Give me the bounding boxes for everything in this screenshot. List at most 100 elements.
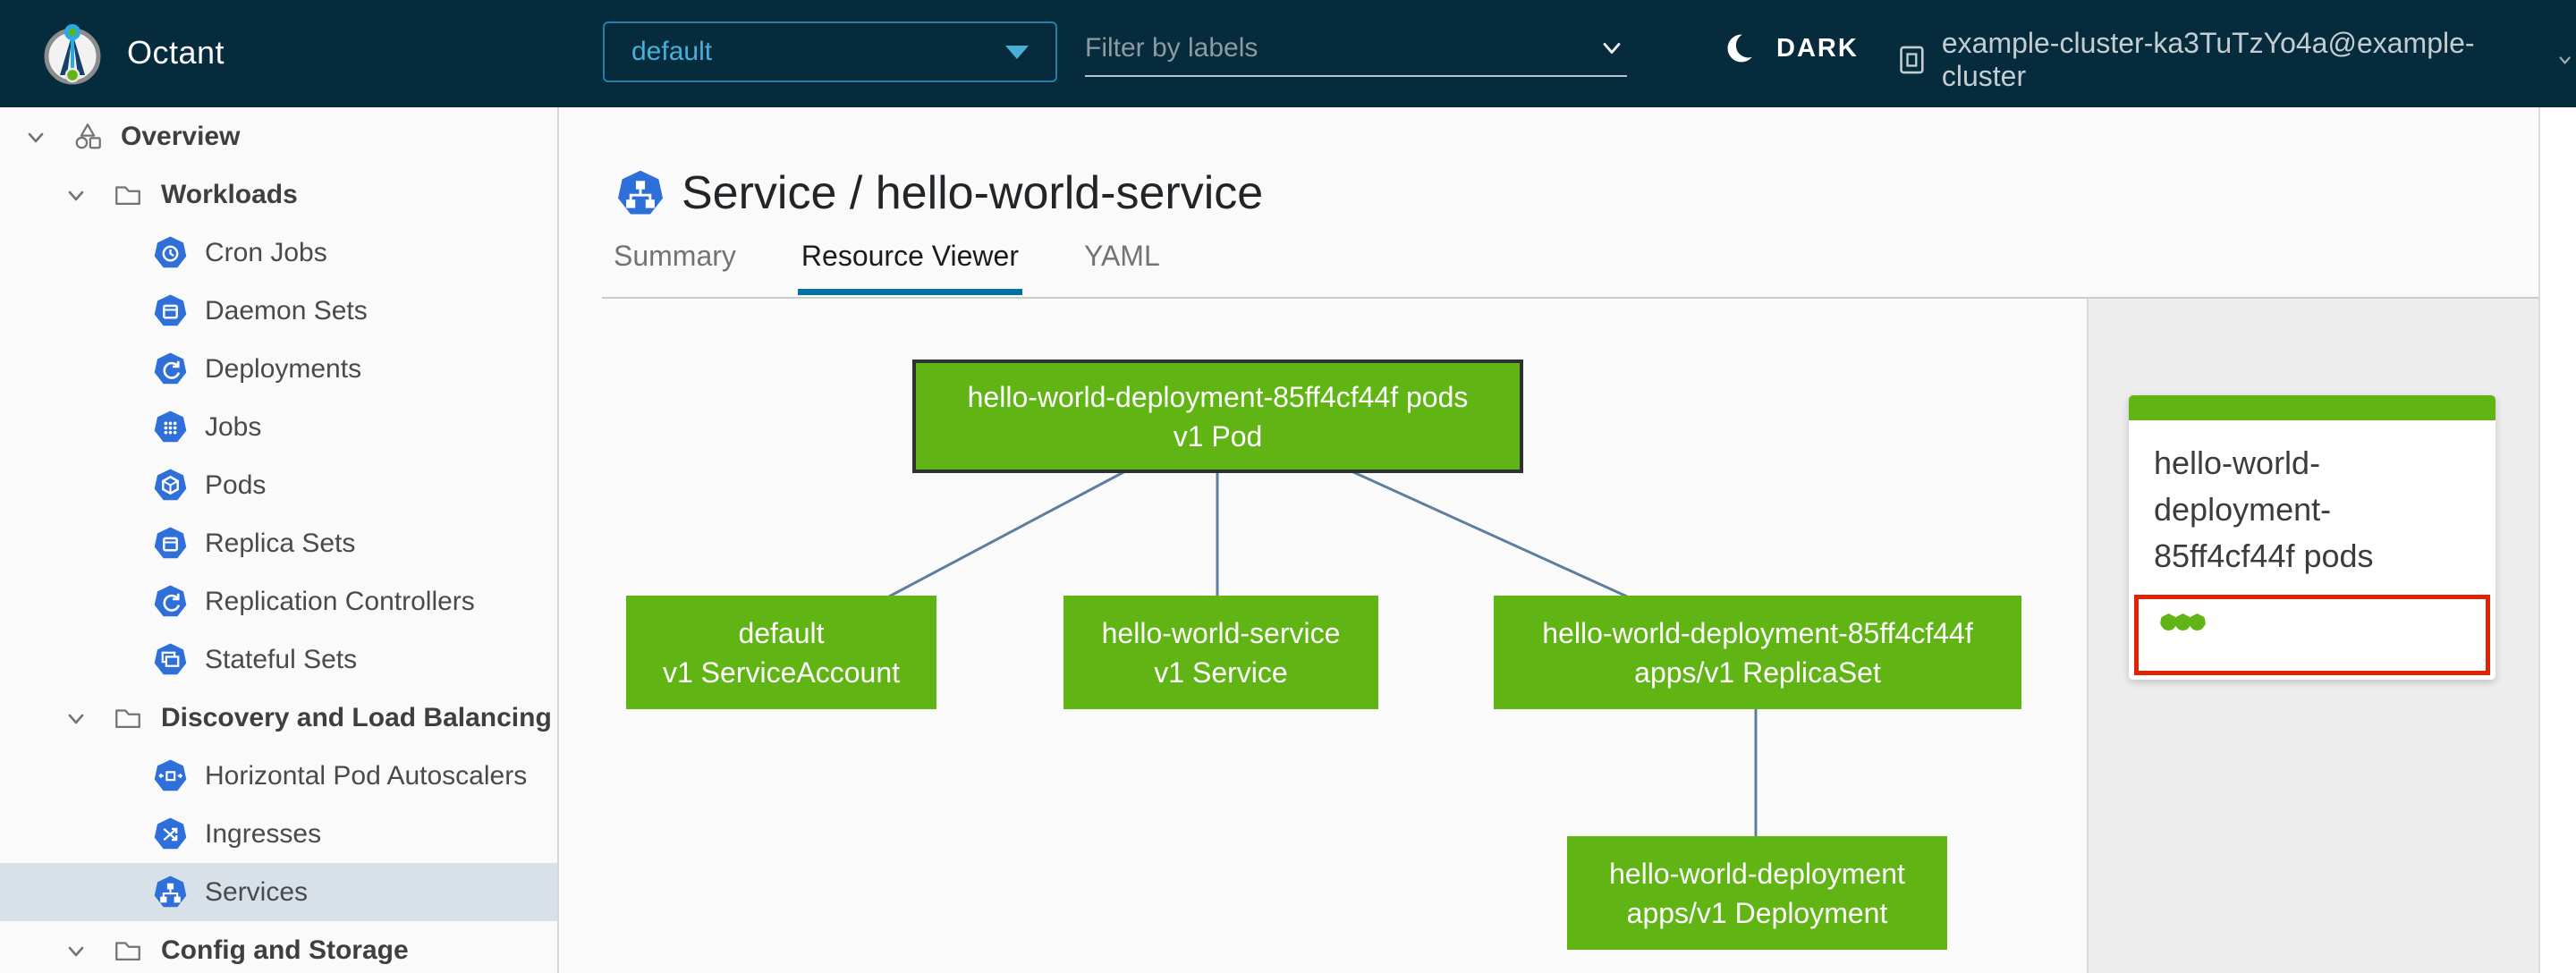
chevron-down-icon	[2559, 56, 2571, 64]
node-name: hello-world-deployment-85ff4cf44f	[1542, 616, 1973, 649]
pod-status-alert-box	[2134, 595, 2490, 675]
node-detail-panel: hello-world-deployment-85ff4cf44f pods	[2087, 299, 2538, 973]
sidebar-nav: Overview Workloads Cron Jobs Daemon Sets…	[0, 107, 559, 973]
cronjob-icon	[154, 236, 187, 268]
folder-icon	[115, 185, 140, 205]
node-name: hello-world-deployment	[1609, 857, 1905, 890]
sidebar-item-cron-jobs[interactable]: Cron Jobs	[0, 224, 557, 282]
graph-node-replicaset[interactable]: hello-world-deployment-85ff4cf44f apps/v…	[1494, 596, 2021, 709]
dark-theme-label: DARK	[1776, 33, 1859, 63]
moon-icon	[1727, 32, 1761, 63]
node-name: hello-world-deployment-85ff4cf44f pods	[967, 380, 1469, 413]
sidebar-item-config-and-storage[interactable]: Config and Storage	[0, 921, 557, 973]
sidebar-item-label: Pods	[205, 470, 267, 500]
chevron-down-icon[interactable]	[63, 937, 89, 964]
sidebar-item-label: Config and Storage	[161, 935, 409, 965]
app-name: Octant	[127, 34, 225, 71]
namespace-dropdown[interactable]: default	[603, 21, 1057, 82]
sidebar-item-label: Horizontal Pod Autoscalers	[205, 760, 528, 791]
sidebar-item-overview[interactable]: Overview	[0, 107, 557, 165]
sidebar-item-label: Ingresses	[205, 818, 322, 849]
node-kind: v1 Service	[1154, 656, 1288, 689]
card-status-bar	[2129, 395, 2496, 420]
page-title-text: Service / hello-world-service	[682, 167, 1264, 219]
sidebar-item-label: Daemon Sets	[205, 295, 368, 326]
graph-node-pod[interactable]: hello-world-deployment-85ff4cf44f pods v…	[912, 360, 1523, 473]
node-name: default	[738, 616, 825, 649]
namespace-dropdown-value: default	[631, 37, 713, 66]
octant-logo-icon	[44, 24, 101, 85]
chevron-down-icon[interactable]	[1597, 33, 1627, 63]
graph-node-serviceaccount[interactable]: default v1 ServiceAccount	[626, 596, 936, 709]
objects-icon	[75, 123, 101, 148]
sidebar-item-label: Deployments	[205, 353, 362, 384]
header-bar: Octant default DARK example-cluster-ka3T…	[0, 0, 2576, 107]
sidebar-item-daemon-sets[interactable]: Daemon Sets	[0, 282, 557, 340]
folder-icon	[115, 708, 140, 728]
sidebar-item-jobs[interactable]: Jobs	[0, 398, 557, 456]
cluster-name: example-cluster-ka3TuTzYo4a@example-clus…	[1941, 27, 2475, 92]
service-icon	[618, 170, 663, 215]
sidebar-item-workloads[interactable]: Workloads	[0, 165, 557, 224]
page-title: Service / hello-world-service	[617, 166, 1263, 220]
pod-icon	[154, 469, 187, 501]
sidebar-item-ingresses[interactable]: Ingresses	[0, 805, 557, 863]
node-kind: apps/v1 Deployment	[1626, 896, 1888, 929]
chevron-down-icon[interactable]	[22, 123, 49, 150]
main-content: Service / hello-world-service Summary Re…	[561, 107, 2538, 973]
hpa-icon	[154, 759, 187, 791]
sidebar-item-label: Services	[205, 876, 309, 907]
statefulset-icon	[154, 643, 187, 675]
sidebar-item-discovery-and-load-balancing[interactable]: Discovery and Load Balancing	[0, 689, 557, 747]
cluster-icon	[1900, 46, 1924, 74]
tab-summary[interactable]: Summary	[614, 240, 736, 272]
app-logo[interactable]: Octant	[39, 20, 225, 86]
pod-status-dot[interactable]	[2189, 613, 2206, 630]
sidebar-item-replication-controllers[interactable]: Replication Controllers	[0, 572, 557, 630]
tab-bar: Summary Resource Viewer YAML	[610, 240, 1164, 295]
replicationcontroller-icon	[154, 585, 187, 617]
sidebar-item-label: Replication Controllers	[205, 586, 475, 616]
sidebar-item-label: Discovery and Load Balancing	[161, 702, 552, 732]
sidebar-item-pods[interactable]: Pods	[0, 456, 557, 514]
node-kind: apps/v1 ReplicaSet	[1634, 656, 1881, 689]
resource-graph: hello-world-deployment-85ff4cf44f pods v…	[561, 299, 2087, 973]
sidebar-item-label: Overview	[121, 121, 241, 151]
node-name: hello-world-service	[1101, 616, 1341, 649]
graph-node-service[interactable]: hello-world-service v1 Service	[1063, 596, 1378, 709]
folder-icon	[115, 941, 140, 960]
sidebar-item-horizontal-pod-autoscalers[interactable]: Horizontal Pod Autoscalers	[0, 747, 557, 805]
sidebar-item-label: Cron Jobs	[205, 237, 327, 267]
daemonset-icon	[154, 294, 187, 326]
node-kind: v1 ServiceAccount	[662, 656, 900, 689]
sidebar-item-deployments[interactable]: Deployments	[0, 340, 557, 398]
caret-down-icon	[1005, 45, 1029, 59]
sidebar-item-label: Stateful Sets	[205, 644, 358, 674]
sidebar-item-services[interactable]: Services	[0, 863, 557, 921]
label-filter-input[interactable]	[1085, 33, 1597, 63]
replicaset-icon	[154, 527, 187, 559]
graph-node-deployment[interactable]: hello-world-deployment apps/v1 Deploymen…	[1567, 836, 1947, 950]
tab-yaml[interactable]: YAML	[1083, 240, 1160, 272]
tab-divider	[602, 297, 2538, 299]
node-detail-card: hello-world-deployment-85ff4cf44f pods	[2129, 395, 2496, 680]
label-filter	[1085, 21, 1627, 77]
sidebar-item-stateful-sets[interactable]: Stateful Sets	[0, 630, 557, 689]
sidebar-item-label: Workloads	[161, 179, 298, 209]
ingress-icon	[154, 817, 187, 850]
pod-status-dot[interactable]	[2174, 613, 2191, 630]
card-title: hello-world-deployment-85ff4cf44f pods	[2154, 444, 2374, 574]
dark-theme-toggle[interactable]: DARK	[1723, 29, 1859, 68]
tab-resource-viewer[interactable]: Resource Viewer	[797, 240, 1023, 295]
scrollbar-track[interactable]	[2538, 107, 2576, 973]
job-icon	[154, 410, 187, 443]
node-kind: v1 Pod	[1173, 419, 1263, 453]
pod-status-dot[interactable]	[2160, 613, 2177, 630]
chevron-down-icon[interactable]	[63, 705, 89, 732]
service-icon	[154, 876, 187, 908]
sidebar-item-label: Jobs	[205, 411, 262, 442]
sidebar-item-replica-sets[interactable]: Replica Sets	[0, 514, 557, 572]
cluster-selector[interactable]: example-cluster-ka3TuTzYo4a@example-clus…	[1894, 27, 2576, 93]
sidebar-item-label: Replica Sets	[205, 528, 356, 558]
chevron-down-icon[interactable]	[63, 182, 89, 208]
